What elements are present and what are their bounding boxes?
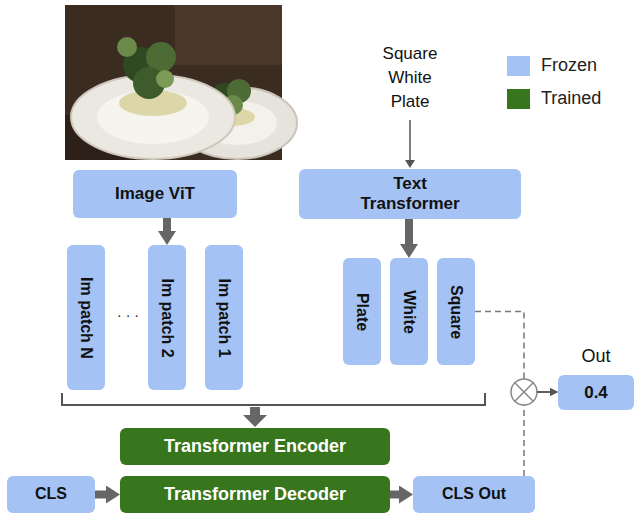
- encoder-box: Text Transformer: [299, 169, 521, 218]
- multiply-symbol: [511, 379, 537, 405]
- connector: [167, 218, 168, 231]
- box-label: Transformer Decoder: [164, 484, 346, 505]
- box-label: Text Transformer: [351, 174, 469, 213]
- connector-line: [163, 218, 171, 231]
- bracket-arrow: [250, 407, 260, 415]
- connector-line: [95, 491, 106, 499]
- connector-line: [537, 391, 550, 393]
- input-arrowhead: [405, 160, 415, 168]
- connector-line: [537, 391, 550, 393]
- box-label: Plate: [353, 292, 371, 330]
- connector: [95, 494, 106, 495]
- token-box: CLS: [7, 476, 95, 513]
- token-box: White: [390, 258, 428, 365]
- token-box: Im patch N: [67, 245, 105, 390]
- connector: [390, 494, 399, 495]
- token-bracket: [62, 393, 485, 405]
- box-label: CLS: [35, 485, 67, 503]
- ellipsis: · · ·: [108, 306, 148, 324]
- encoder-box: Image ViT: [73, 170, 237, 218]
- legend-swatch: [507, 89, 530, 109]
- box-label: Transformer Encoder: [164, 436, 346, 457]
- food-left: [117, 37, 137, 57]
- input-arrow: [409, 120, 411, 161]
- token-box: Im patch 2: [148, 245, 186, 390]
- table-highlight: [175, 5, 282, 65]
- trained-box: Transformer Encoder: [120, 428, 390, 465]
- box-label: Im patch 2: [158, 278, 176, 357]
- output-box: Out0.4: [558, 375, 634, 410]
- trained-box: Transformer Decoder: [120, 476, 390, 513]
- connector: [524, 392, 550, 476]
- connector: [409, 219, 410, 244]
- legend-label: Frozen: [541, 55, 597, 76]
- box-label: CLS Out: [442, 485, 506, 503]
- input-text: Square White Plate: [376, 42, 444, 114]
- token-box: Plate: [343, 258, 381, 365]
- food-left: [156, 70, 174, 88]
- box-label: White: [400, 290, 418, 334]
- box-label: Im patch N: [77, 277, 95, 359]
- box-label: Square: [447, 284, 465, 338]
- token-box: Im patch 1: [205, 245, 243, 390]
- box-label: Im patch 1: [215, 278, 233, 357]
- box-label: Image ViT: [115, 184, 195, 204]
- legend-label: Trained: [541, 88, 601, 109]
- output-heading: Out: [581, 346, 610, 367]
- legend-item: Trained: [507, 88, 601, 109]
- connector-dashed: [523, 405, 525, 476]
- legend-item: Frozen: [507, 55, 597, 76]
- multiply-symbol-cross: [515, 383, 533, 401]
- token-box: Square: [437, 258, 475, 365]
- box-label: 0.4: [584, 383, 608, 403]
- connector-line: [390, 491, 399, 499]
- legend-swatch: [507, 56, 530, 76]
- connector: [475, 312, 550, 393]
- token-box: CLS Out: [413, 476, 535, 513]
- food-photo: [65, 5, 297, 160]
- connector-line: [405, 219, 413, 244]
- table-surface: [65, 5, 282, 160]
- bracket-arrowhead: [243, 415, 267, 427]
- connector-dashed: [475, 312, 524, 380]
